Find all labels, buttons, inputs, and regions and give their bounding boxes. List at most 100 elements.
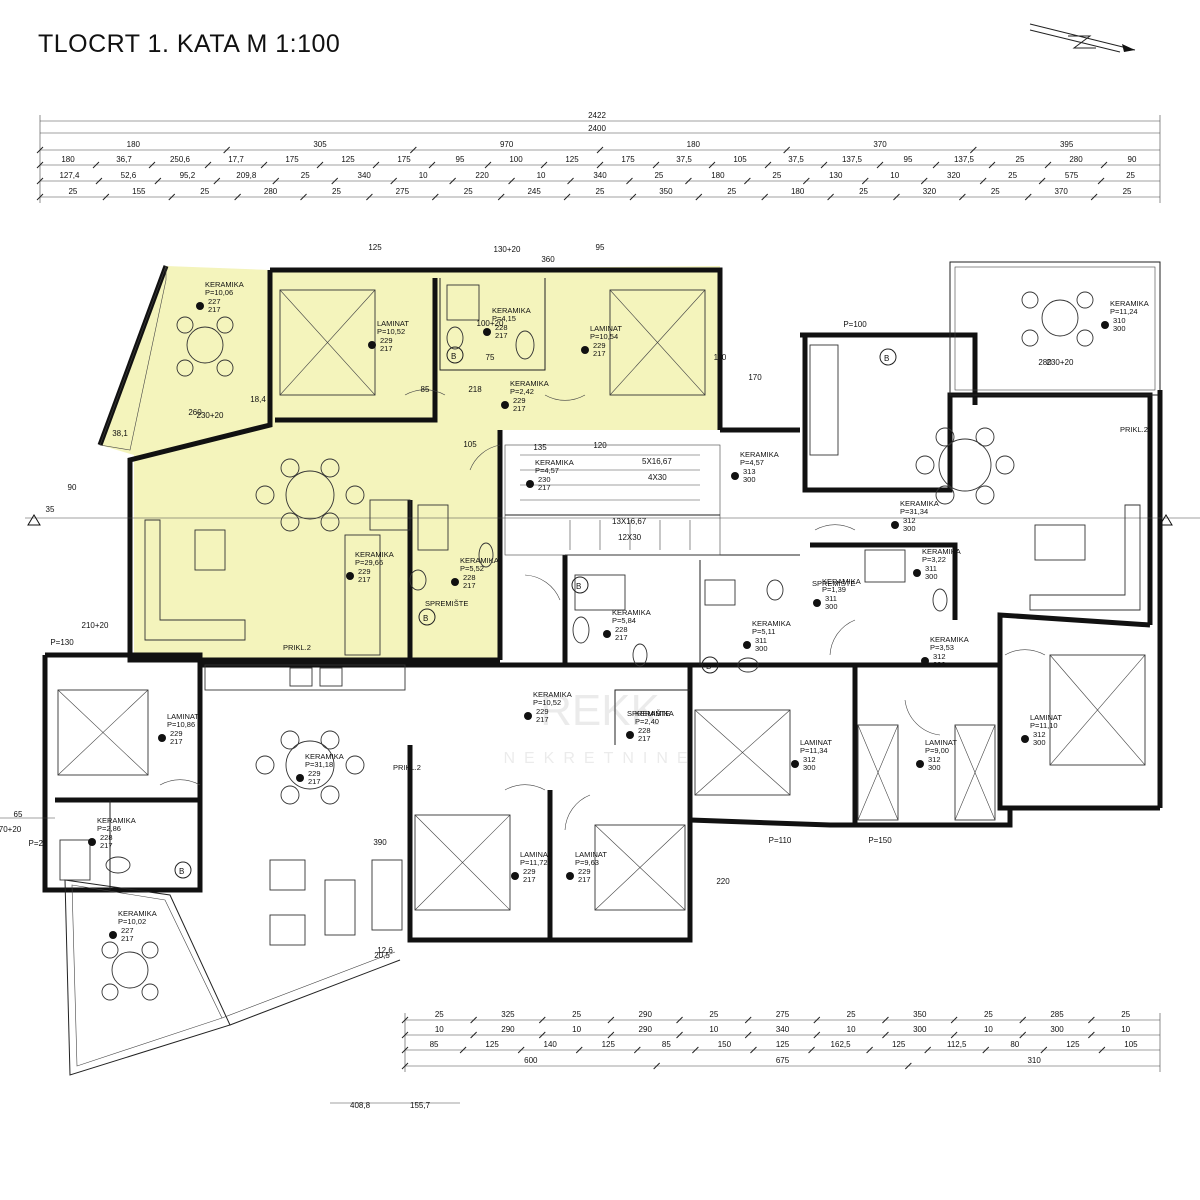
dimension-label: 25 bbox=[200, 187, 209, 196]
dimension-tick bbox=[982, 1046, 990, 1054]
room-name: LAMINAT bbox=[590, 324, 622, 333]
level-marker-icon bbox=[524, 712, 532, 720]
room-area: P=10,54 bbox=[590, 332, 618, 341]
dimension-label: 25 bbox=[68, 187, 77, 196]
dimension-label: 10 bbox=[419, 171, 428, 180]
level-marker-icon bbox=[1021, 735, 1029, 743]
dimension-label: 25 bbox=[1016, 155, 1025, 164]
room-area: P=5,52 bbox=[460, 564, 484, 573]
bath-mark: B bbox=[179, 867, 184, 876]
room-area: P=4,57 bbox=[740, 458, 764, 467]
dimension-tick bbox=[629, 193, 637, 201]
dimension-label: 575 bbox=[1065, 171, 1079, 180]
annotation-label: 70+20 bbox=[0, 825, 22, 834]
room-height-bottom: 300 bbox=[803, 763, 816, 772]
room-height-top: 230 bbox=[538, 475, 551, 484]
room-area: P=31,34 bbox=[900, 507, 928, 516]
dimension-tick bbox=[431, 193, 439, 201]
bath-mark: B bbox=[576, 582, 581, 591]
dimension-label: 17,7 bbox=[228, 155, 244, 164]
dimension-label: 275 bbox=[396, 187, 410, 196]
annotation-label: 130+20 bbox=[494, 245, 521, 254]
room-height-top: 311 bbox=[755, 636, 767, 645]
storage-label: SPREMIŠTE bbox=[627, 709, 670, 718]
dim-total: 2400 bbox=[588, 124, 606, 133]
dimension-tick bbox=[882, 1031, 889, 1039]
annotation-label: 125 bbox=[368, 243, 382, 252]
dimension-tick bbox=[904, 1062, 912, 1070]
stair: 5X16,67 4X30 13X16,67 12X30 bbox=[504, 444, 721, 556]
connection-label: PRIKL.2 bbox=[283, 643, 311, 652]
dimension-label: 290 bbox=[501, 1025, 515, 1034]
room-height-top: 312 bbox=[933, 652, 946, 661]
room-height-bottom: 217 bbox=[578, 875, 591, 884]
room-area: P=2,40 bbox=[635, 717, 659, 726]
room-area: P=11,24 bbox=[1110, 307, 1138, 316]
dimension-tick bbox=[1019, 1031, 1027, 1039]
dimension-tick bbox=[36, 161, 44, 169]
dimension-label: 340 bbox=[593, 171, 607, 180]
annotation-label: 135 bbox=[533, 443, 547, 452]
room-name: KERAMIKA bbox=[1110, 299, 1149, 308]
room-height-top: 229 bbox=[513, 396, 526, 405]
room-name: KERAMIKA bbox=[900, 499, 939, 508]
room-area: P=11,10 bbox=[1030, 721, 1058, 730]
plan-title: TLOCRT 1. KATA M 1:100 bbox=[38, 30, 341, 58]
dimension-label: 300 bbox=[913, 1025, 927, 1034]
level-marker-icon bbox=[891, 521, 899, 529]
room-height-bottom: 300 bbox=[933, 660, 946, 669]
dimension-tick bbox=[633, 1046, 641, 1054]
stair-label-c: 13X16,67 bbox=[612, 517, 647, 526]
level-marker-icon bbox=[603, 630, 611, 638]
dimension-tick bbox=[596, 161, 604, 169]
room-height-bottom: 217 bbox=[121, 934, 134, 943]
dimension-label: 25 bbox=[572, 1010, 581, 1019]
dimension-label: 305 bbox=[313, 140, 327, 149]
level-marker-icon bbox=[916, 760, 924, 768]
dimension-tick bbox=[36, 193, 44, 201]
annotation-label: 170 bbox=[748, 373, 762, 382]
room-height-top: 227 bbox=[121, 926, 134, 935]
dimension-label: 180 bbox=[791, 187, 805, 196]
room-name: KERAMIKA bbox=[752, 619, 791, 628]
room-area: P=4,15 bbox=[492, 314, 516, 323]
level-marker-icon bbox=[196, 302, 204, 310]
level-marker-icon bbox=[626, 731, 634, 739]
dimension-tick bbox=[893, 193, 900, 201]
annotation-label: 218 bbox=[468, 385, 482, 394]
dimension-label: 100 bbox=[509, 155, 523, 164]
room-height-top: 228 bbox=[463, 573, 476, 582]
dimension-tick bbox=[808, 1046, 815, 1054]
annotation-label: 38,1 bbox=[112, 429, 128, 438]
dimension-tick bbox=[148, 161, 156, 169]
dimension-label: 36,7 bbox=[116, 155, 132, 164]
dimension-tick bbox=[484, 161, 492, 169]
dimension-label: 395 bbox=[1060, 140, 1074, 149]
dimension-label: 209,8 bbox=[236, 171, 257, 180]
room-height-top: 229 bbox=[593, 341, 606, 350]
dimension-tick bbox=[1019, 1016, 1027, 1024]
room-area: P=5,84 bbox=[612, 616, 636, 625]
dimension-tick bbox=[1090, 193, 1098, 201]
dimension-label: 10 bbox=[847, 1025, 856, 1034]
doors bbox=[159, 389, 1046, 831]
room-name: KERAMIKA bbox=[305, 752, 344, 761]
storage-label: SPREMIŠTE bbox=[812, 579, 855, 588]
dimension-tick bbox=[102, 193, 110, 201]
dimension-tick bbox=[813, 1016, 821, 1024]
dimension-label: 25 bbox=[1123, 187, 1132, 196]
dimension-tick bbox=[695, 193, 703, 201]
annotation-label: 65 bbox=[14, 810, 23, 819]
room-area: P=1,39 bbox=[822, 585, 846, 594]
room-height-top: 311 bbox=[925, 564, 937, 573]
